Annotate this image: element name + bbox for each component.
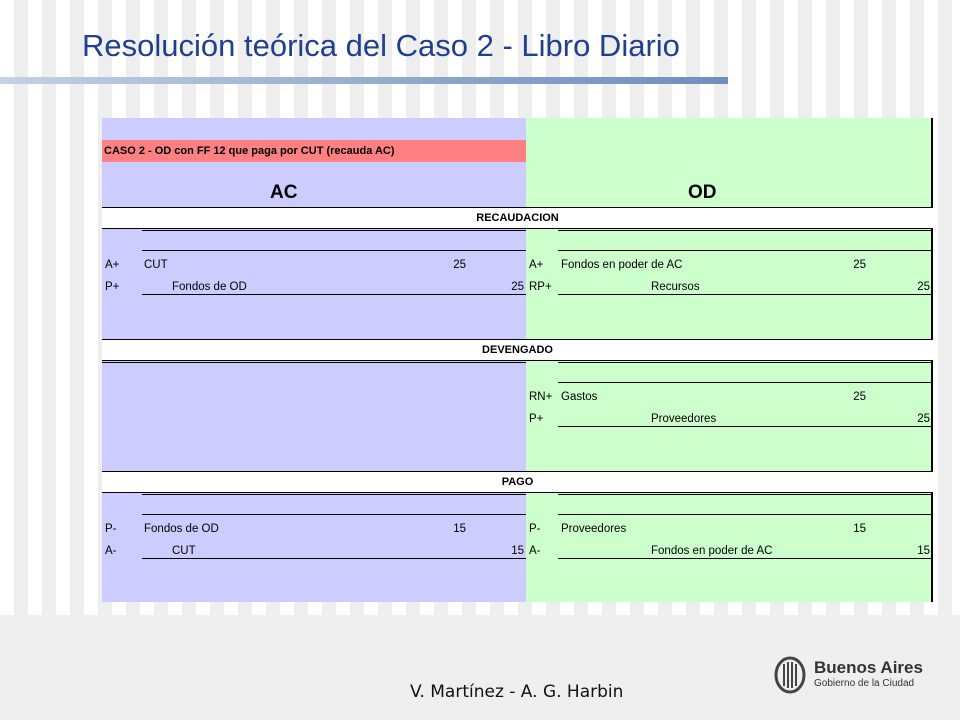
- ac-pago-line-top: [142, 494, 526, 495]
- entry-sign: P-: [529, 523, 541, 535]
- logo-name: Buenos Aires: [814, 658, 923, 677]
- od-recaudacion-line-top: [558, 230, 931, 231]
- ac-pago-line-bottom: [142, 558, 526, 559]
- entry-credit: 25: [511, 281, 524, 293]
- entry-sign: A-: [105, 545, 117, 557]
- entry-debit: 25: [853, 259, 866, 271]
- entry-credit: 15: [511, 545, 524, 557]
- entry-account: Proveedores: [651, 413, 717, 425]
- od-pago-line-top: [558, 494, 931, 495]
- footer-band: [0, 615, 960, 720]
- od-header: OD: [688, 182, 717, 203]
- entry-account: Gastos: [561, 391, 598, 403]
- od-pago-line: [558, 514, 931, 515]
- entry-debit: 15: [853, 523, 866, 535]
- entry-debit: 25: [453, 259, 466, 271]
- journal-spreadsheet: CASO 2 - OD con FF 12 que paga por CUT (…: [102, 118, 933, 602]
- ac-recaudacion-line-bottom: [142, 294, 526, 295]
- logo-subtitle: Gobierno de la Ciudad: [814, 678, 915, 689]
- entry-sign: A+: [529, 259, 544, 271]
- od-pago-line-bottom: [558, 558, 931, 559]
- entry-sign: P+: [105, 281, 120, 293]
- entry-sign: A-: [529, 545, 541, 557]
- entry-debit: 25: [853, 391, 866, 403]
- entry-sign: RP+: [529, 281, 552, 293]
- entry-credit: 25: [917, 281, 930, 293]
- entry-account: CUT: [172, 545, 196, 557]
- entry-sign: P+: [529, 413, 544, 425]
- entry-sign: RN+: [529, 391, 553, 403]
- entry-credit: 15: [917, 545, 930, 557]
- od-devengado-line: [558, 382, 931, 383]
- footer-author: V. Martínez - A. G. Harbin: [410, 682, 624, 702]
- entry-account: Proveedores: [561, 523, 627, 535]
- buenos-aires-seal-icon: [774, 656, 806, 694]
- ac-devengado-line-top: [102, 362, 526, 363]
- od-devengado-line-bottom: [558, 426, 931, 427]
- entry-account: CUT: [144, 259, 168, 271]
- entry-account: Recursos: [651, 281, 700, 293]
- case-title: CASO 2 - OD con FF 12 que paga por CUT (…: [102, 140, 526, 162]
- entry-account: Fondos en poder de AC: [561, 259, 683, 271]
- buenos-aires-logo: Buenos Aires Gobierno de la Ciudad: [774, 656, 944, 696]
- entry-account: Fondos de OD: [172, 281, 247, 293]
- od-recaudacion-line-bottom: [558, 294, 931, 295]
- entry-sign: A+: [105, 259, 120, 271]
- entry-account: Fondos en poder de AC: [651, 545, 773, 557]
- ac-header: AC: [270, 182, 298, 203]
- section-recaudacion: RECAUDACION: [102, 207, 933, 229]
- slide-title: Resolución teórica del Caso 2 - Libro Di…: [82, 28, 680, 63]
- entry-account: Fondos de OD: [144, 523, 219, 535]
- ac-recaudacion-line: [142, 250, 526, 251]
- section-pago: PAGO: [102, 471, 933, 493]
- section-devengado: DEVENGADO: [102, 339, 933, 361]
- ac-recaudacion-line-top: [142, 230, 526, 231]
- od-recaudacion-line: [558, 250, 931, 251]
- entry-credit: 25: [917, 413, 930, 425]
- entry-sign: P-: [105, 523, 117, 535]
- od-devengado-line-top: [558, 362, 931, 363]
- entry-debit: 15: [453, 523, 466, 535]
- title-underline: [0, 77, 728, 84]
- ac-pago-line: [142, 514, 526, 515]
